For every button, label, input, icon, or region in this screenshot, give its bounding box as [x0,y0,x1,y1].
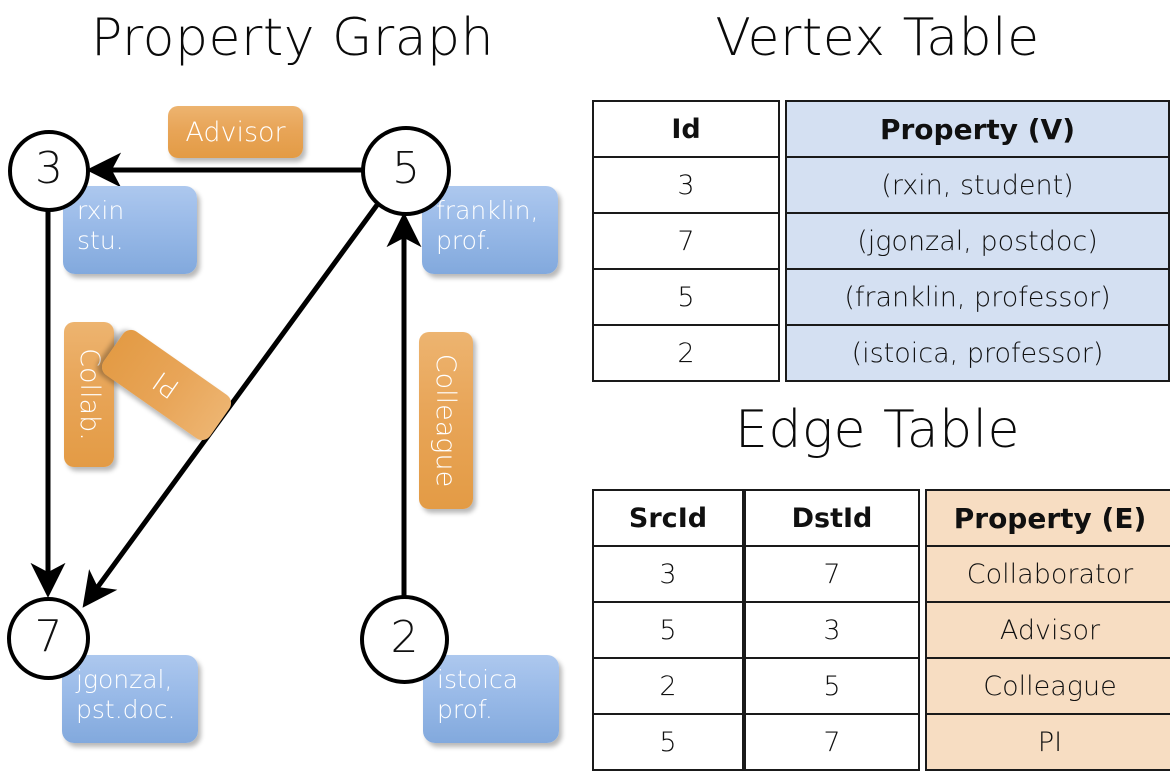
vertex-cell-property: (jgonzal, postdoc) [785,212,1170,270]
table-row[interactable]: 5 [592,268,780,326]
table-row[interactable]: 7 [744,713,920,771]
edge-table-dstid-column: DstId 7 3 5 7 [744,489,920,771]
edge-label-collab-text: Collab. [73,348,105,441]
vertex-header-property: Property (V) [785,100,1170,158]
vertex-table-id-column: Id 3 7 5 2 [592,100,780,382]
table-row[interactable]: 5 [592,601,744,659]
edge-cell-property: Colleague [925,657,1170,715]
vertex-header-id: Id [592,100,780,158]
edge-cell-srcid: 5 [592,713,744,771]
page-title-vertex-table: Vertex Table [715,8,1040,68]
page-title-property-graph: Property Graph [90,8,495,68]
graph-node-3-label: 3 [35,143,63,194]
vertex-property-box-7: jgonzal, pst.doc. [62,655,198,743]
edge-cell-srcid: 2 [592,657,744,715]
vertex-property-box-3: rxin stu. [63,186,197,274]
edge-cell-dstid: 7 [744,713,920,771]
table-row[interactable]: 2 [592,324,780,382]
edge-header-property: Property (E) [925,489,1170,547]
edge-table: SrcId 3 5 2 5 DstId 7 3 5 7 [592,489,1170,771]
vertex-table-property-column: Property (V) (rxin, student) (jgonzal, p… [785,100,1170,382]
table-header-row: SrcId [592,489,744,547]
edge-table-property-column: Property (E) Collaborator Advisor Collea… [925,489,1170,771]
table-header-row: DstId [744,489,920,547]
graph-node-3[interactable]: 3 [8,130,90,212]
edge-label-pi-text: PI [147,365,186,405]
table-row[interactable]: (jgonzal, postdoc) [785,212,1170,270]
vertex-cell-property: (istoica, professor) [785,324,1170,382]
vertex-property-box-5: franklin, prof. [422,186,558,274]
graph-node-5-label: 5 [392,143,420,194]
property-graph-diagram: Advisor Collab. PI Colleague rxin stu. f… [0,0,585,760]
edge-cell-dstid: 3 [744,601,920,659]
vertex-table: Id 3 7 5 2 Property (V) (rxin, student) … [592,100,1170,382]
edge-label-colleague-text: Colleague [430,353,462,488]
table-header-row: Property (E) [925,489,1170,547]
edge-header-dstid: DstId [744,489,920,547]
edge-label-colleague: Colleague [419,332,473,509]
table-row[interactable]: 3 [592,156,780,214]
vertex-cell-id: 2 [592,324,780,382]
edge-cell-dstid: 7 [744,545,920,603]
graph-node-5[interactable]: 5 [361,126,451,216]
vertex-cell-id: 7 [592,212,780,270]
table-row[interactable]: 3 [744,601,920,659]
table-row[interactable]: Colleague [925,657,1170,715]
table-row[interactable]: Advisor [925,601,1170,659]
vertex-cell-id: 5 [592,268,780,326]
graph-edge-arrows [30,152,422,608]
graph-node-7[interactable]: 7 [7,597,90,680]
edge-cell-property: Collaborator [925,545,1170,603]
table-row[interactable]: 7 [744,545,920,603]
edge-cell-property: Advisor [925,601,1170,659]
edge-cell-srcid: 3 [592,545,744,603]
table-row[interactable]: 7 [592,212,780,270]
graph-node-2[interactable]: 2 [360,595,449,684]
table-row[interactable]: Collaborator [925,545,1170,603]
vertex-cell-property: (franklin, professor) [785,268,1170,326]
table-row[interactable]: 5 [744,657,920,715]
table-row[interactable]: 2 [592,657,744,715]
table-header-row: Property (V) [785,100,1170,158]
vertex-property-box-2: istoica prof. [423,655,559,743]
table-row[interactable]: (rxin, student) [785,156,1170,214]
vertex-cell-id: 3 [592,156,780,214]
graph-node-7-label: 7 [34,610,63,662]
edge-cell-dstid: 5 [744,657,920,715]
table-row[interactable]: PI [925,713,1170,771]
table-row[interactable]: (franklin, professor) [785,268,1170,326]
page-title-edge-table: Edge Table [734,400,1021,460]
table-header-row: Id [592,100,780,158]
edge-cell-srcid: 5 [592,601,744,659]
edge-label-collab: Collab. [64,322,114,467]
table-row[interactable]: 3 [592,545,744,603]
table-row[interactable]: 5 [592,713,744,771]
edge-arrow-5-to-7 [82,203,380,608]
edge-header-srcid: SrcId [592,489,744,547]
vertex-cell-property: (rxin, student) [785,156,1170,214]
table-row[interactable]: (istoica, professor) [785,324,1170,382]
edge-table-srcid-column: SrcId 3 5 2 5 [592,489,744,771]
edge-cell-property: PI [925,713,1170,771]
graph-node-2-label: 2 [390,611,419,663]
edge-label-advisor-text: Advisor [185,116,286,148]
edge-label-advisor: Advisor [168,106,303,158]
